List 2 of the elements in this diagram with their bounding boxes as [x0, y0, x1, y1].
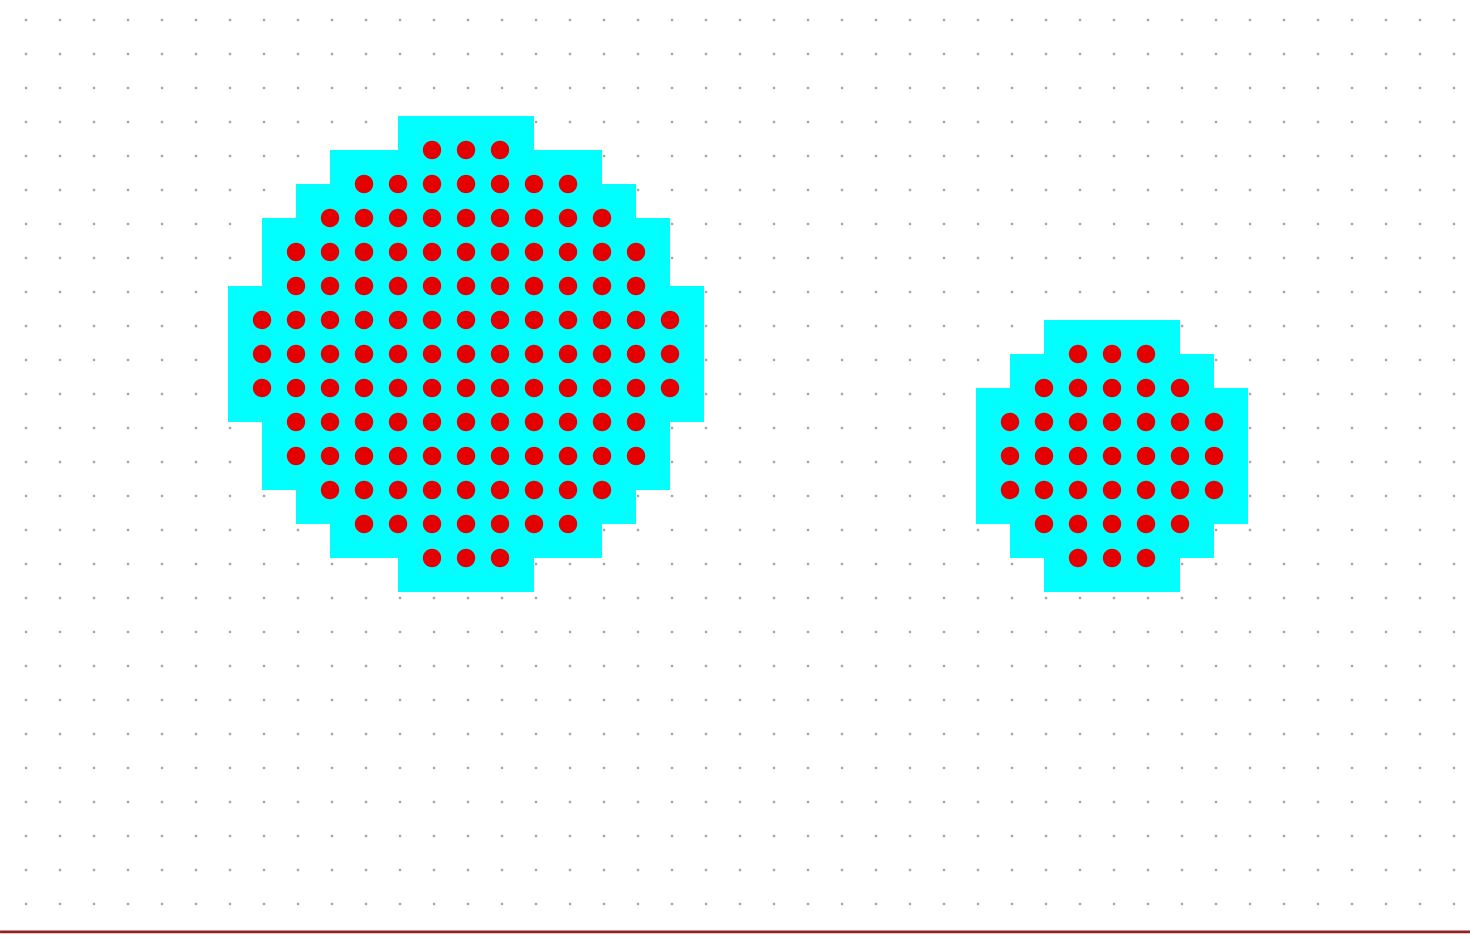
- pixel-circle-drawing: [976, 320, 1248, 592]
- pixel-circle-drawing: [228, 116, 704, 592]
